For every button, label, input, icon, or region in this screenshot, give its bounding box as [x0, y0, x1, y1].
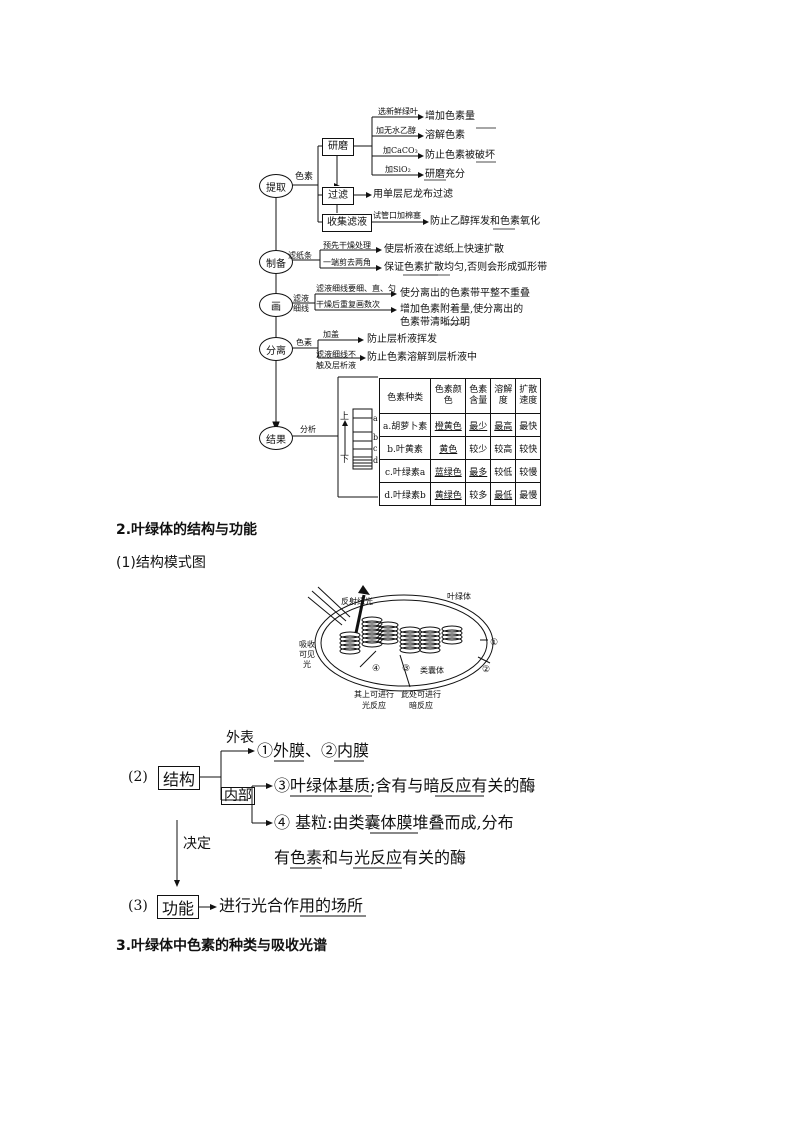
table-header: 溶解度 — [490, 378, 517, 414]
filter-effect: 用单层尼龙布过滤 — [373, 189, 453, 200]
grind-effect-4: 研磨充分 — [425, 169, 465, 180]
grind-reagent-2: 加无水乙醇 — [376, 126, 416, 135]
collect-reagent: 试管口加棉塞 — [373, 211, 421, 220]
inner-line1: ③叶绿体基质;含有与暗反应有关的酶 — [274, 776, 536, 795]
label-circle4: ④ — [372, 664, 381, 674]
node-extract: 提取 — [259, 174, 293, 198]
inner-line2b: 有色素和与光反应有关的酶 — [274, 848, 467, 867]
collect-effect: 防止乙醇挥发和色素氧化 — [430, 216, 540, 227]
grind-reagent-1: 选新鲜绿叶 — [378, 107, 418, 116]
table-cell: 黄绿色 — [430, 482, 467, 506]
draw-label: 滤液细线 — [293, 294, 309, 313]
node-separate: 分离 — [259, 337, 293, 361]
table-header-row: 色素种类 色素颜色 色素含量 溶解度 扩散速度 — [378, 378, 542, 414]
table-header: 色素种类 — [378, 378, 432, 414]
inner-line2a: ④ 基粒:由类囊体膜堆叠而成,分布 — [274, 813, 514, 832]
label-num3: (3) — [128, 898, 148, 914]
grind-effect-3: 防止色素被破坏 — [425, 150, 495, 161]
outer-membrane — [314, 594, 494, 692]
outer-text: ①外膜、②内膜 — [257, 741, 370, 760]
table-cell: 较慢 — [515, 459, 542, 483]
pigment-table: 色素种类 色素颜色 色素含量 溶解度 扩散速度 a.胡萝卜素 橙黄色 最少 最高… — [378, 378, 542, 506]
separate-reagent-1: 加盖 — [323, 330, 339, 339]
table-cell: b.叶黄素 — [378, 436, 432, 460]
draw-effect-1: 使分离出的色素带平整不重叠 — [400, 288, 530, 299]
table-cell: 黄色 — [430, 436, 467, 460]
table-cell: 最慢 — [515, 482, 542, 506]
node-prepare: 制备 — [259, 250, 293, 274]
inner-membrane — [320, 599, 488, 687]
table-cell: d.叶绿素b — [378, 482, 432, 506]
section2-subheading: (1)结构模式图 — [116, 555, 206, 571]
section3-heading: 3.叶绿体中色素的种类与吸收光谱 — [116, 938, 328, 954]
band-d: d — [373, 456, 379, 465]
table-cell: 较低 — [490, 459, 517, 483]
band-a: a — [373, 414, 378, 423]
prepare-reagent-1: 预先干燥处理 — [323, 241, 371, 250]
label-num2: (2) — [128, 769, 148, 785]
prepare-effect-2: 保证色素扩散均匀,否则会形成弧形带 — [384, 262, 548, 273]
grind-reagent-4: 加SiO₂ — [385, 165, 411, 174]
draw-reagent-1: 滤液细线要细、直、匀 — [316, 284, 396, 293]
table-header: 色素颜色 — [430, 378, 467, 414]
separate-effect-2: 防止色素溶解到层析液中 — [367, 352, 477, 363]
prepare-reagent-2: 一端剪去两角 — [323, 258, 371, 267]
label-circle3: ③ — [402, 664, 411, 674]
table-row: b.叶黄素 黄色 较少 较高 较快 — [378, 436, 542, 460]
decides-label: 决定 — [183, 836, 211, 852]
strip-up-label: 上 — [340, 412, 350, 422]
structure-box: 结构 — [158, 766, 200, 790]
label-absorb: 吸收可见光 — [299, 640, 315, 669]
table-row: d.叶绿素b 黄绿色 较多 最低 最慢 — [378, 482, 542, 506]
label-light-reaction: 其上可进行光反应 — [354, 690, 394, 710]
prepare-label: 滤纸条 — [288, 251, 312, 260]
grind-box: 研磨 — [322, 138, 354, 156]
table-cell: 蓝绿色 — [430, 459, 467, 483]
grana — [339, 616, 463, 655]
label-reflect: 反射绿光 — [341, 597, 373, 606]
draw-effect-2: 增加色素附着量,使分离出的色素带清晰分明 — [400, 304, 524, 328]
section2-heading: 2.叶绿体的结构与功能 — [116, 522, 258, 538]
function-box: 功能 — [157, 895, 199, 919]
separate-reagent-2: 滤液细线不触及层析液 — [316, 350, 356, 370]
inner-label: 内部 — [221, 787, 255, 805]
structure-lines — [174, 748, 273, 910]
grind-effect-1: 增加色素量 — [425, 111, 475, 122]
table-cell: 最低 — [490, 482, 517, 506]
flow-lines — [272, 114, 515, 498]
grind-effect-2: 溶解色素 — [425, 130, 465, 141]
chloroplast-diagram — [307, 585, 494, 692]
table-cell: 最多 — [465, 459, 492, 483]
function-text: 进行光合作用的场所 — [219, 896, 364, 915]
label-dark-reaction: 此处可进行暗反应 — [401, 690, 441, 710]
label-thylakoid: 类囊体 — [420, 666, 444, 675]
extract-pigment-label: 色素 — [295, 172, 314, 182]
table-cell: 最高 — [490, 413, 517, 437]
separate-label: 色素 — [296, 338, 312, 347]
collect-box: 收集滤液 — [322, 214, 372, 232]
prepare-effect-1: 使层析液在滤纸上快速扩散 — [384, 244, 504, 255]
band-c: c — [373, 444, 378, 453]
separate-effect-1: 防止层析液挥发 — [367, 334, 437, 345]
strip-down-label: 下 — [340, 455, 350, 465]
filter-box: 过滤 — [322, 187, 354, 205]
analysis-label: 分析 — [300, 425, 316, 434]
table-row: c.叶绿素a 蓝绿色 最多 较低 较慢 — [378, 459, 542, 483]
label-circle1: ① — [490, 638, 499, 648]
draw-reagent-2: 干燥后重复画数次 — [316, 300, 380, 309]
outer-label: 外表 — [226, 730, 254, 746]
node-draw: 画 — [259, 293, 293, 317]
label-chloroplast: 叶绿体 — [447, 592, 471, 601]
band-b: b — [373, 433, 379, 442]
label-circle2: ② — [482, 665, 491, 675]
grind-reagent-3: 加CaCO₃ — [383, 146, 418, 155]
node-result: 结果 — [259, 426, 293, 450]
